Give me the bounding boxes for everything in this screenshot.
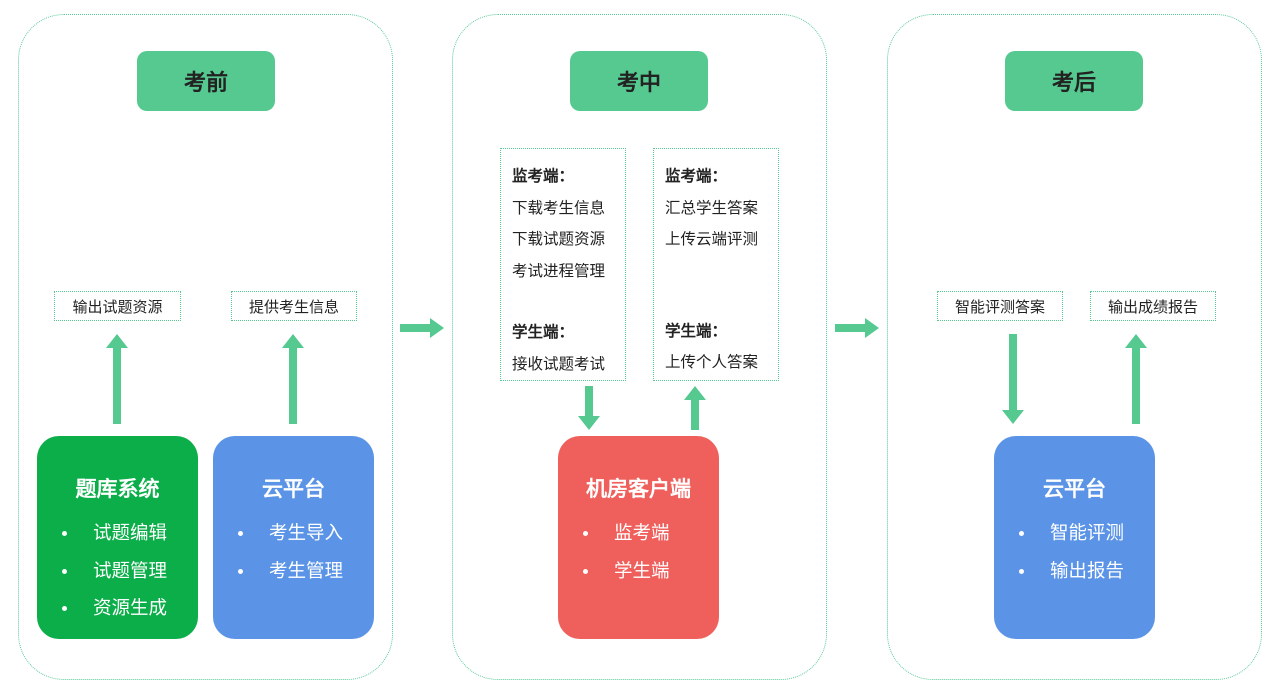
list-item: 资源生成 <box>59 590 198 628</box>
card-list: 监考端 学生端 <box>558 515 719 590</box>
student-header: 学生端： <box>512 323 575 341</box>
list-item: 输出报告 <box>1016 553 1155 591</box>
panel-during-exam <box>452 14 827 680</box>
right-arrow-icon <box>835 318 879 338</box>
card-list: 试题编辑 试题管理 资源生成 <box>37 515 198 628</box>
list-item: 接收试题考试 <box>512 354 606 373</box>
student-header: 学生端： <box>665 321 728 340</box>
right-arrow-icon <box>400 318 444 338</box>
list-item: 考试进程管理 <box>512 261 606 280</box>
list-item: 考生导入 <box>235 515 374 553</box>
client-download-info-box: 监考端： 下载考生信息 下载试题资源 考试进程管理 学生端： 接收试题考试 <box>500 148 626 381</box>
up-arrow-icon <box>1125 334 1147 424</box>
card-title: 机房客户端 <box>586 477 691 501</box>
lab-client-card: 机房客户端 监考端 学生端 <box>558 436 719 639</box>
up-arrow-icon <box>684 386 706 430</box>
proctor-header: 监考端： <box>665 167 728 185</box>
list-item: 上传个人答案 <box>665 353 759 371</box>
question-bank-system-card: 题库系统 试题编辑 试题管理 资源生成 <box>37 436 198 639</box>
list-item: 监考端 <box>580 515 719 553</box>
output-score-report-label: 输出成绩报告 <box>1090 291 1216 321</box>
stage-title-before: 考前 <box>137 51 275 111</box>
list-item: 考生管理 <box>235 553 374 591</box>
list-item: 试题管理 <box>59 553 198 591</box>
proctor-header: 监考端： <box>512 167 575 185</box>
provide-student-info-label: 提供考生信息 <box>231 291 357 321</box>
card-list: 智能评测 输出报告 <box>994 515 1155 590</box>
list-item: 下载试题资源 <box>512 230 606 248</box>
output-exam-resources-label: 输出试题资源 <box>54 291 181 321</box>
client-upload-info-box: 监考端： 汇总学生答案 上传云端评测 学生端： 上传个人答案 <box>653 148 779 381</box>
panel-after-exam <box>887 14 1262 680</box>
card-list: 考生导入 考生管理 <box>213 515 374 590</box>
list-item: 下载考生信息 <box>512 198 606 217</box>
stage-title-after: 考后 <box>1005 51 1143 111</box>
list-item: 上传云端评测 <box>665 230 759 248</box>
card-title: 云平台 <box>1043 477 1106 501</box>
stage-title-during: 考中 <box>570 51 708 111</box>
down-arrow-icon <box>578 386 600 430</box>
smart-grading-answers-label: 智能评测答案 <box>937 291 1063 321</box>
card-title: 云平台 <box>262 477 325 501</box>
card-title: 题库系统 <box>75 477 160 501</box>
cloud-platform-card: 云平台 考生导入 考生管理 <box>213 436 374 639</box>
list-item: 智能评测 <box>1016 515 1155 553</box>
panel-before-exam <box>18 14 393 680</box>
up-arrow-icon <box>106 334 128 424</box>
cloud-platform-grading-card: 云平台 智能评测 输出报告 <box>994 436 1155 639</box>
list-item: 试题编辑 <box>59 515 198 553</box>
down-arrow-icon <box>1002 334 1024 424</box>
up-arrow-icon <box>282 334 304 424</box>
list-item: 学生端 <box>580 553 719 591</box>
list-item: 汇总学生答案 <box>665 198 759 217</box>
